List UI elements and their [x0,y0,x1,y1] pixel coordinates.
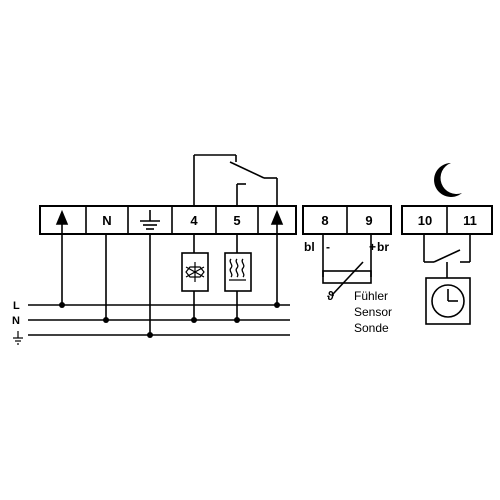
terminal-11-label: 11 [463,213,477,228]
bus-label-N: N [12,315,20,327]
earth-ground-icon [140,210,160,230]
terminal-5-label: 5 [233,213,240,228]
sensor-wire-bl-label: bl [304,240,315,254]
sensor-resistor [322,270,372,284]
sensor-plus-label: + [369,240,376,254]
switch-icon [193,154,278,206]
snowflake-icon [185,262,205,282]
earth-ground-icon [13,331,23,345]
heating-load [224,252,252,292]
clock-icon [431,284,465,318]
bus-label-L: L [13,300,20,312]
terminal-8-label: 8 [321,213,328,228]
cooling-load [181,252,209,292]
sensor-ntc-slash [332,261,364,295]
terminal-10-label: 10 [418,213,432,228]
sensor-name-en: Sensor [354,305,392,319]
terminal-N-label: N [102,213,111,228]
terminal-9-label: 9 [365,213,372,228]
moon-icon [434,163,462,197]
sensor-minus-label: - [326,240,330,254]
terminal-4-label: 4 [190,213,198,228]
clock-housing [425,277,471,325]
terminal-block-main [39,205,297,235]
sensor-name-fr: Sonde [354,321,389,335]
sensor-theta-label: ϑ [327,289,334,303]
sensor-name-de: Fühler [354,289,388,303]
arrow-up-icon [270,209,284,305]
arrow-up-icon [55,209,69,305]
sensor-wire-br-label: br [377,240,389,254]
heat-waves-icon [229,258,246,281]
timer-switch [433,249,461,263]
